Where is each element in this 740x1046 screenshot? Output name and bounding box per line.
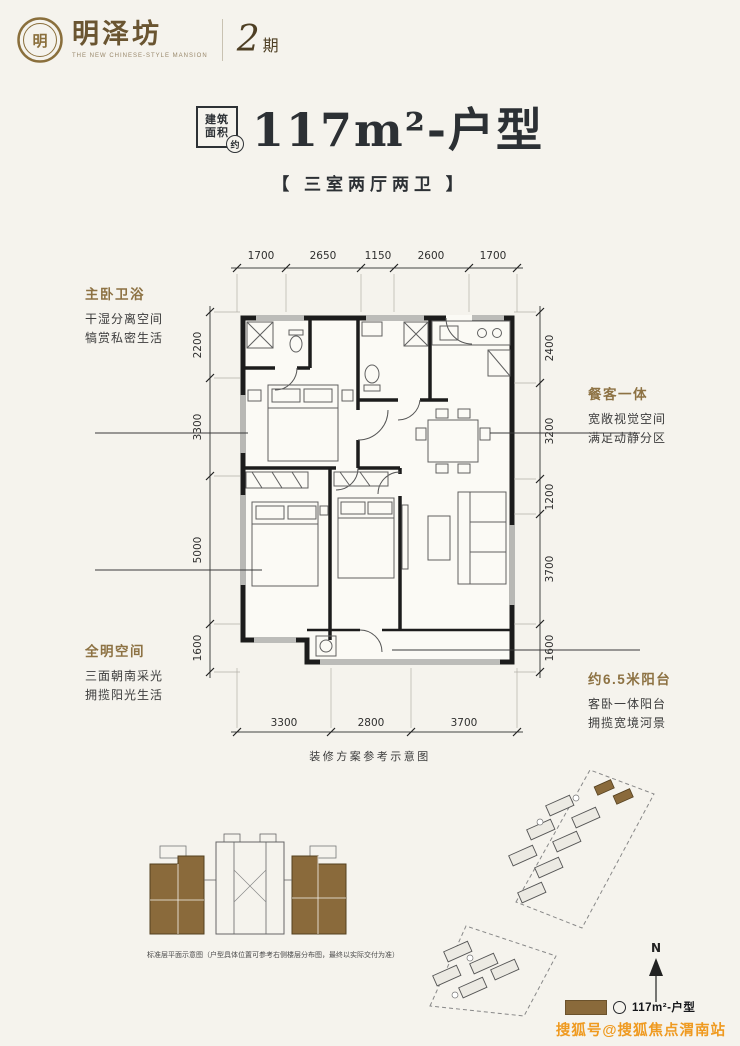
dim-label: 1200 <box>544 484 556 511</box>
dim-label: 2200 <box>192 332 204 359</box>
annotation-bright-space: 全明空间 三面朝南采光 拥揽阳光生活 <box>85 640 215 704</box>
north-arrow-icon: N <box>649 941 663 1002</box>
annotation-dining-living: 餐客一体 宽敞视觉空间 满足动静分区 <box>588 383 718 447</box>
north-label: N <box>651 941 661 955</box>
brand-text: 明泽坊 THE NEW CHINESE-STYLE MANSION <box>72 19 208 59</box>
legend-swatch <box>565 999 607 1015</box>
brand-name: 明泽坊 <box>72 19 162 51</box>
phase-label: 2 期 <box>237 22 279 58</box>
doors <box>274 317 473 653</box>
area-badge-approx: 约 <box>226 135 245 153</box>
area-badge: 建筑 面积 约 <box>196 106 245 153</box>
area-badge-line1: 建筑 <box>205 113 230 126</box>
annotation-line: 干湿分离空间 <box>85 312 164 326</box>
annotation-title: 主卧卫浴 <box>85 287 145 302</box>
annotation-line: 宽敞视觉空间 <box>588 412 667 426</box>
page-title: 117m²-户型 <box>252 103 544 157</box>
dim-label: 1150 <box>365 250 392 262</box>
floorplate-diagram <box>149 833 347 935</box>
dim-label: 2400 <box>544 335 556 362</box>
highlighted-units <box>593 779 634 805</box>
annotation-master-bath: 主卧卫浴 干湿分离空间 犒赏私密生活 <box>85 283 215 347</box>
dim-label: 3300 <box>192 414 204 441</box>
phase-number: 2 <box>236 19 260 60</box>
site-plan <box>429 769 655 1017</box>
annotation-line: 三面朝南采光 <box>85 669 164 683</box>
dim-label: 1600 <box>192 635 204 662</box>
watermark: 搜狐号@搜狐焦点渭南站 <box>555 1023 726 1039</box>
area-badge-line2: 面积 <box>205 127 230 139</box>
annotation-line: 拥揽阳光生活 <box>85 687 164 702</box>
phase-unit: 期 <box>262 38 279 55</box>
annotation-line: 犒赏私密生活 <box>85 330 164 345</box>
dim-label: 2600 <box>418 250 445 262</box>
legend-label: 117m²-户型 <box>632 1002 696 1014</box>
dim-label: 1700 <box>480 250 507 262</box>
annotation-title: 约6.5米阳台 <box>588 672 672 687</box>
brand-logo-glyph: 明 <box>32 32 47 50</box>
dim-label: 2800 <box>358 717 385 729</box>
dim-label: 3300 <box>271 717 298 729</box>
dim-label: 3700 <box>451 717 478 729</box>
plan-caption: 装修方案参考示意图 <box>309 751 431 763</box>
legend: 117m²-户型 <box>565 999 695 1015</box>
windows <box>240 315 515 665</box>
brand-logo-icon: 明 <box>17 17 63 63</box>
annotation-title: 餐客一体 <box>588 387 648 402</box>
furniture <box>245 320 511 657</box>
dim-label: 1700 <box>248 250 275 262</box>
annotation-title: 全明空间 <box>85 644 145 659</box>
floorplate-caption: 标准层平面示意图（户型具体位置可参考右侧楼层分布图，最终以实际交付为准） <box>147 952 399 959</box>
annotation-line: 满足动静分区 <box>588 430 667 445</box>
dim-label: 5000 <box>192 537 204 564</box>
dimensions: 1700 2650 1150 2600 1700 2200 3300 5000 … <box>192 250 556 737</box>
annotation-balcony: 约6.5米阳台 客卧一体阳台 拥揽宽境河景 <box>588 668 718 732</box>
dim-label: 3700 <box>544 556 556 583</box>
layout-subtitle: 【 三室两厅两卫 】 <box>272 175 468 194</box>
leader-lines <box>95 432 640 651</box>
legend-brand-icon <box>613 1000 626 1014</box>
dim-label: 3200 <box>544 418 556 445</box>
floorplan <box>240 315 515 665</box>
brand-tagline: THE NEW CHINESE-STYLE MANSION <box>72 52 208 59</box>
annotation-line: 客卧一体阳台 <box>588 697 667 711</box>
header: 明 明泽坊 THE NEW CHINESE-STYLE MANSION 2 期 <box>16 16 279 64</box>
dim-label: 2650 <box>310 250 337 262</box>
dim-label: 1600 <box>544 635 556 662</box>
header-divider <box>221 19 223 61</box>
title-row: 建筑 面积 约 117m²-户型 <box>0 94 740 160</box>
annotation-line: 拥揽宽境河景 <box>588 715 667 730</box>
